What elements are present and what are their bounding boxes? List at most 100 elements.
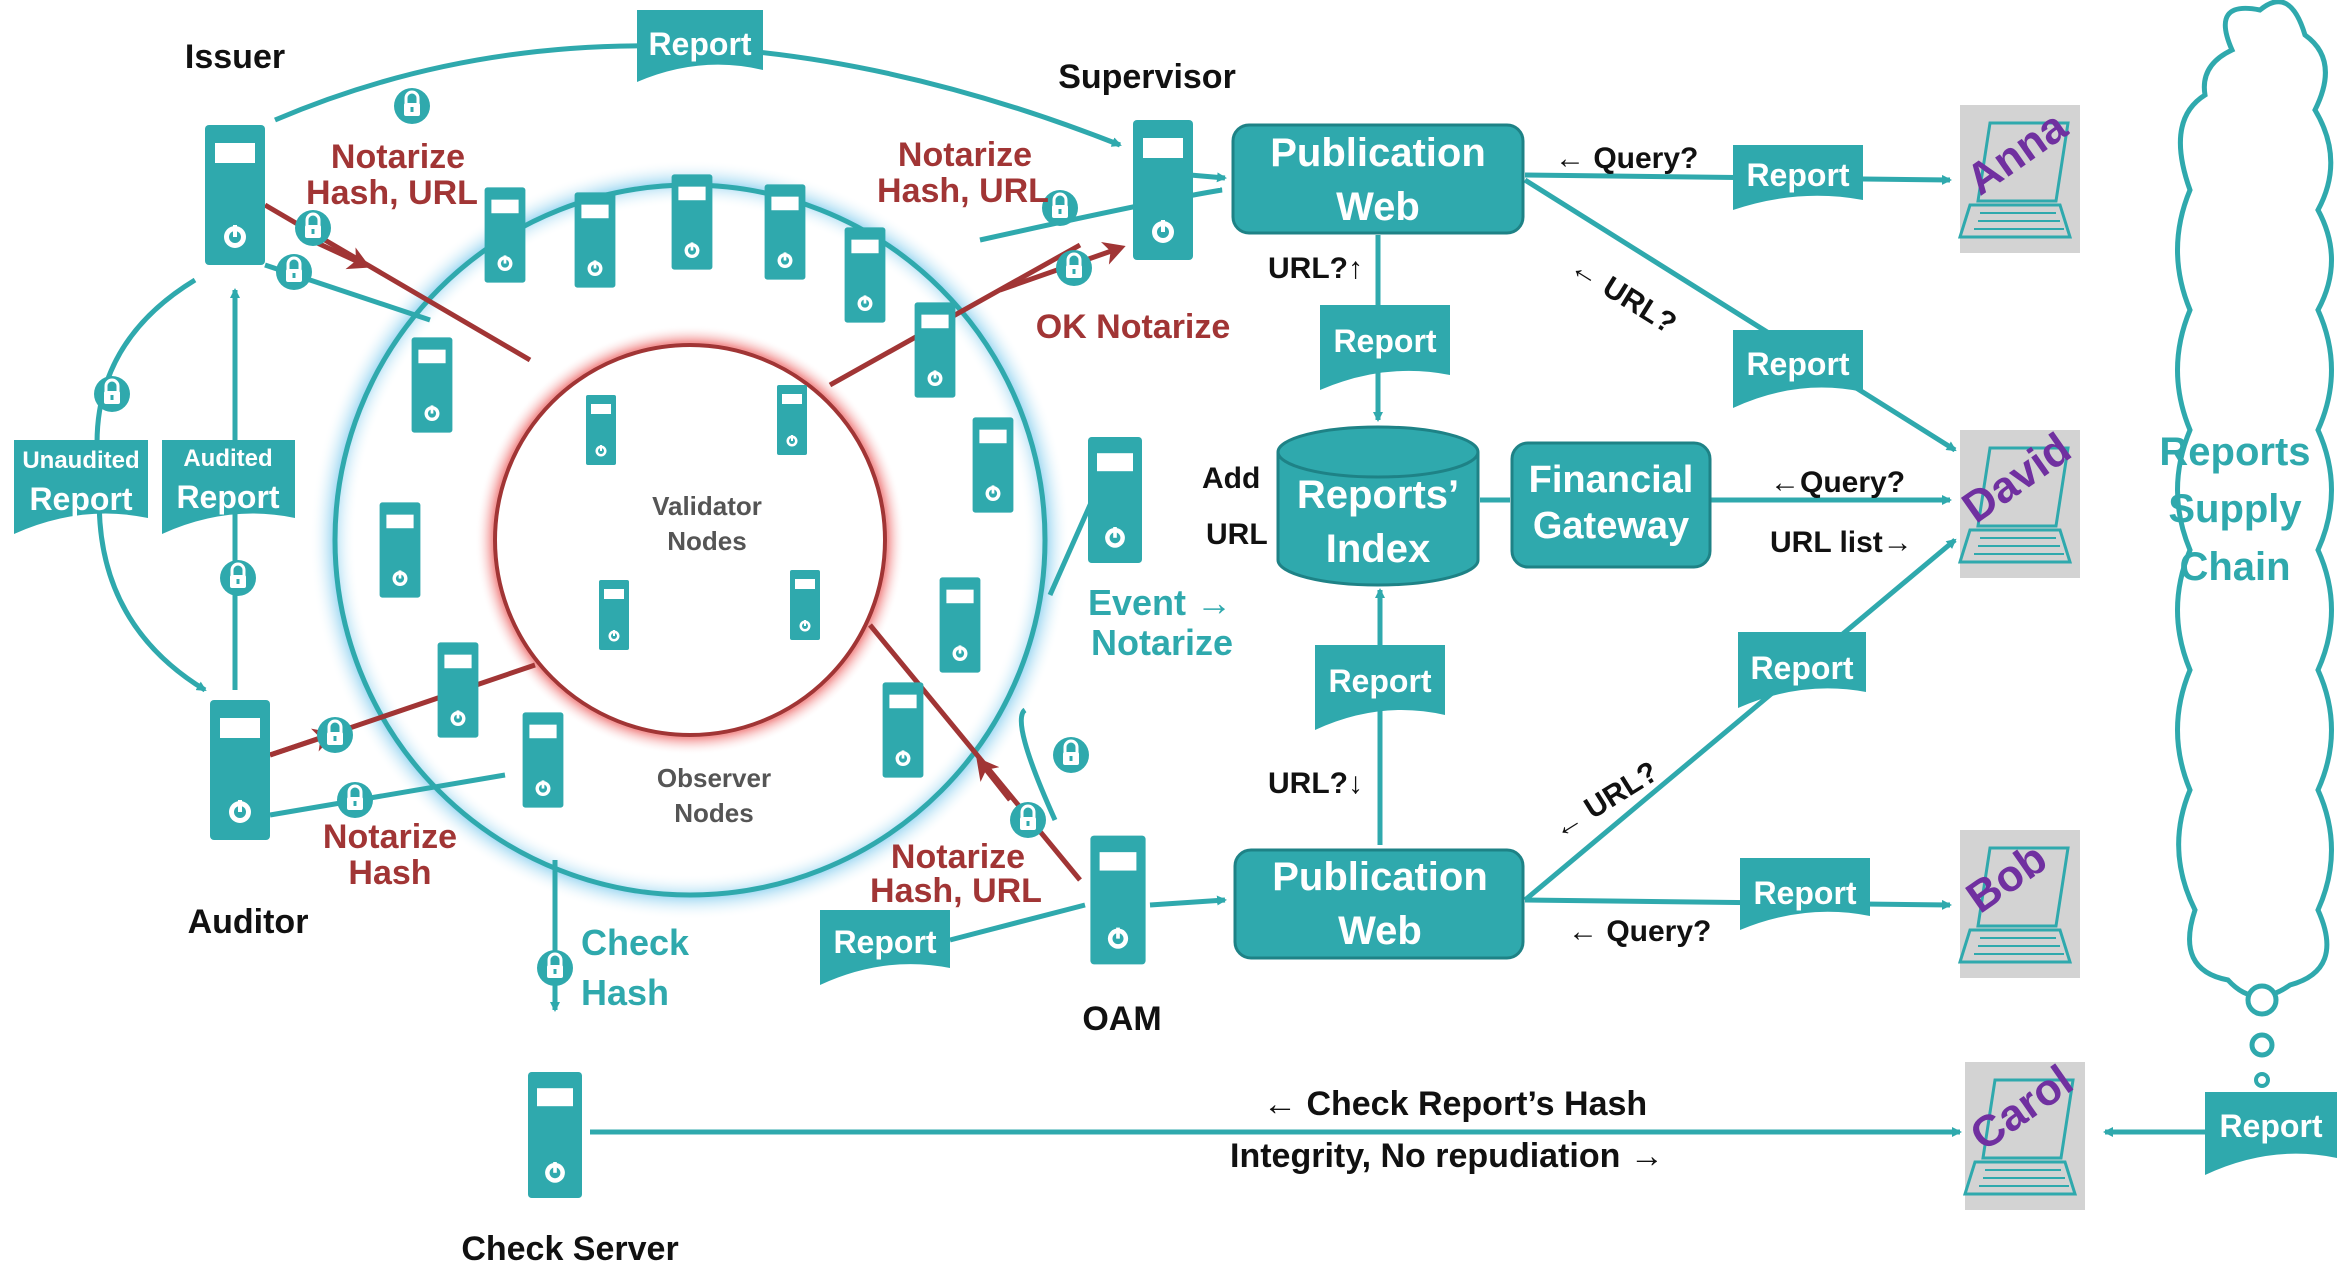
report-document: Report <box>637 10 763 82</box>
event-notarize-label: Event → Notarize <box>1088 582 1233 663</box>
svg-text:Notarize: Notarize <box>323 818 457 856</box>
svg-text:Audited: Audited <box>183 445 272 472</box>
report-document: Report <box>1738 632 1866 708</box>
svg-text:Gateway: Gateway <box>1533 505 1689 547</box>
query-top-label: ← Query? <box>1555 142 1698 175</box>
lock-icon <box>1051 735 1091 775</box>
svg-text:Report: Report <box>1333 323 1436 359</box>
lock-icon <box>92 374 132 414</box>
svg-text:Reports’: Reports’ <box>1297 473 1459 517</box>
url-list-label: URL list→ <box>1770 526 1913 559</box>
oam-server <box>1090 835 1146 965</box>
check-hash-label: Check Hash <box>581 922 690 1013</box>
svg-text:Reports: Reports <box>2159 430 2310 474</box>
check-server <box>528 1072 582 1198</box>
lock-icon <box>535 948 575 988</box>
observer-nodes-label: Observer Nodes <box>657 763 771 828</box>
red-connections <box>263 202 1126 882</box>
svg-text:Nodes: Nodes <box>667 526 746 556</box>
svg-text:Report: Report <box>1750 650 1853 686</box>
svg-text:Observer: Observer <box>657 763 771 793</box>
check-report-hash-label: ← Check Report’s Hash <box>1263 1085 1647 1123</box>
svg-text:Report: Report <box>29 481 132 517</box>
report-document: Report <box>1315 645 1445 730</box>
svg-text:Notarize: Notarize <box>898 136 1032 174</box>
lock-icon <box>392 86 432 126</box>
svg-text:Notarize: Notarize <box>331 138 465 176</box>
svg-text:Report: Report <box>1746 157 1849 193</box>
svg-text:Report: Report <box>1328 663 1431 699</box>
publication-web-bottom: Publication Web <box>1233 848 1525 960</box>
svg-text:Hash, URL: Hash, URL <box>306 174 478 212</box>
svg-text:Report: Report <box>1753 875 1856 911</box>
url-label: URL <box>1206 518 1268 551</box>
user-carol: Carol <box>1962 1056 2087 1212</box>
issuer-label: Issuer <box>185 38 285 76</box>
event-notarize-server <box>1088 437 1142 563</box>
svg-text:Web: Web <box>1336 185 1420 229</box>
report-document: Report <box>1320 305 1450 390</box>
supervisor-label: Supervisor <box>1058 58 1236 96</box>
svg-text:Check: Check <box>581 922 690 963</box>
notarize-hash-auditor-label: Notarize Hash <box>323 818 457 892</box>
unaudited-report-document: Unaudited Report <box>14 440 148 534</box>
svg-text:Publication: Publication <box>1270 131 1486 175</box>
report-document: Report <box>1733 330 1863 408</box>
svg-text:Unaudited: Unaudited <box>22 447 139 474</box>
svg-text:Publication: Publication <box>1272 855 1488 899</box>
issuer-server <box>205 125 265 265</box>
add-label: Add <box>1202 462 1260 495</box>
query-mid-label: ←Query? <box>1770 466 1905 499</box>
lock-icon <box>1054 248 1094 288</box>
report-document: Report <box>820 910 950 985</box>
svg-text:Web: Web <box>1338 909 1422 953</box>
check-server-label: Check Server <box>461 1230 678 1268</box>
svg-text:Notarize: Notarize <box>891 838 1025 876</box>
query-bottom-label: ← Query? <box>1568 915 1711 948</box>
svg-text:Report: Report <box>833 924 936 960</box>
svg-text:Notarize: Notarize <box>1091 622 1233 663</box>
url-down-label: URL?↓ <box>1268 767 1363 800</box>
user-anna: Anna <box>1958 101 2082 255</box>
report-document: Report <box>1740 858 1870 930</box>
lock-icon <box>218 558 258 598</box>
svg-text:Report: Report <box>176 479 279 515</box>
svg-text:Hash: Hash <box>581 972 669 1013</box>
url-up-label: URL?↑ <box>1268 252 1363 285</box>
svg-text:Chain: Chain <box>2179 545 2290 589</box>
svg-text:Validator: Validator <box>652 491 762 521</box>
svg-text:Supply: Supply <box>2168 487 2302 531</box>
integrity-label: Integrity, No repudiation → <box>1230 1137 1664 1175</box>
user-bob: Bob <box>1958 828 2082 980</box>
user-david: David <box>1954 424 2082 580</box>
svg-text:Hash, URL: Hash, URL <box>877 172 1049 210</box>
report-document: Report <box>1733 145 1863 210</box>
svg-text:Report: Report <box>1746 346 1849 382</box>
supervisor-server <box>1133 120 1193 260</box>
ok-notarize-label: OK Notarize <box>1036 308 1231 346</box>
report-document: Report <box>2205 1092 2337 1175</box>
svg-text:Report: Report <box>2219 1108 2322 1144</box>
notarize-hash-url-supervisor-label: Notarize Hash, URL <box>877 136 1049 210</box>
publication-web-top: Publication Web <box>1231 123 1525 235</box>
svg-text:Nodes: Nodes <box>674 798 753 828</box>
lock-icon <box>335 780 375 820</box>
oam-label: OAM <box>1082 1000 1161 1038</box>
svg-text:Report: Report <box>648 26 751 62</box>
reports-supply-chain-cloud: Reports Supply Chain <box>2159 0 2334 1088</box>
svg-text:Event →: Event → <box>1088 582 1232 623</box>
svg-text:Hash, URL: Hash, URL <box>870 872 1042 910</box>
financial-gateway: Financial Gateway <box>1510 441 1712 569</box>
svg-text:Index: Index <box>1326 527 1430 571</box>
url-top-label: ← URL? <box>1564 250 1682 341</box>
notarize-hash-url-oam-label: Notarize Hash, URL <box>870 838 1042 910</box>
audited-report-document: Audited Report <box>162 440 295 534</box>
reports-index-database: Reports’ Index <box>1276 425 1480 587</box>
lock-icon <box>315 715 355 755</box>
svg-text:Hash: Hash <box>348 854 431 892</box>
auditor-label: Auditor <box>188 903 309 941</box>
notarize-hash-url-issuer-label: Notarize Hash, URL <box>306 138 478 212</box>
lock-icon <box>1008 800 1048 840</box>
auditor-server <box>210 700 270 840</box>
